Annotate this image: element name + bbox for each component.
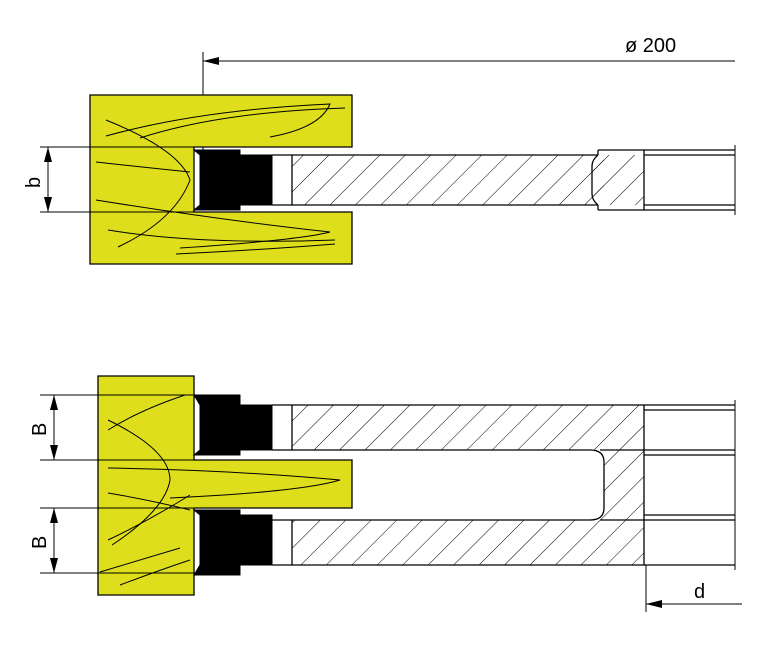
bottom-knife-upper [192,394,273,456]
diameter-label: ø 200 [625,35,676,57]
B-lower-label: B [29,536,51,549]
B-upper-label: B [29,423,51,436]
d-label: d [694,581,705,603]
b-label: b [23,177,45,188]
top-assembly: ø 200 [23,35,736,265]
d-dimension: d [645,565,742,612]
B-upper-dimension: B [29,394,196,461]
top-body [89,94,353,265]
bottom-assembly: B B d [29,375,742,612]
b-dimension: b [23,146,200,213]
bottom-disc-section [272,400,736,570]
diameter-dimension: ø 200 [202,35,735,150]
top-disc-section [272,145,736,215]
B-lower-dimension: B [29,507,196,574]
bottom-body [97,375,353,596]
top-knife [192,149,273,211]
bottom-knife-lower [192,509,273,576]
